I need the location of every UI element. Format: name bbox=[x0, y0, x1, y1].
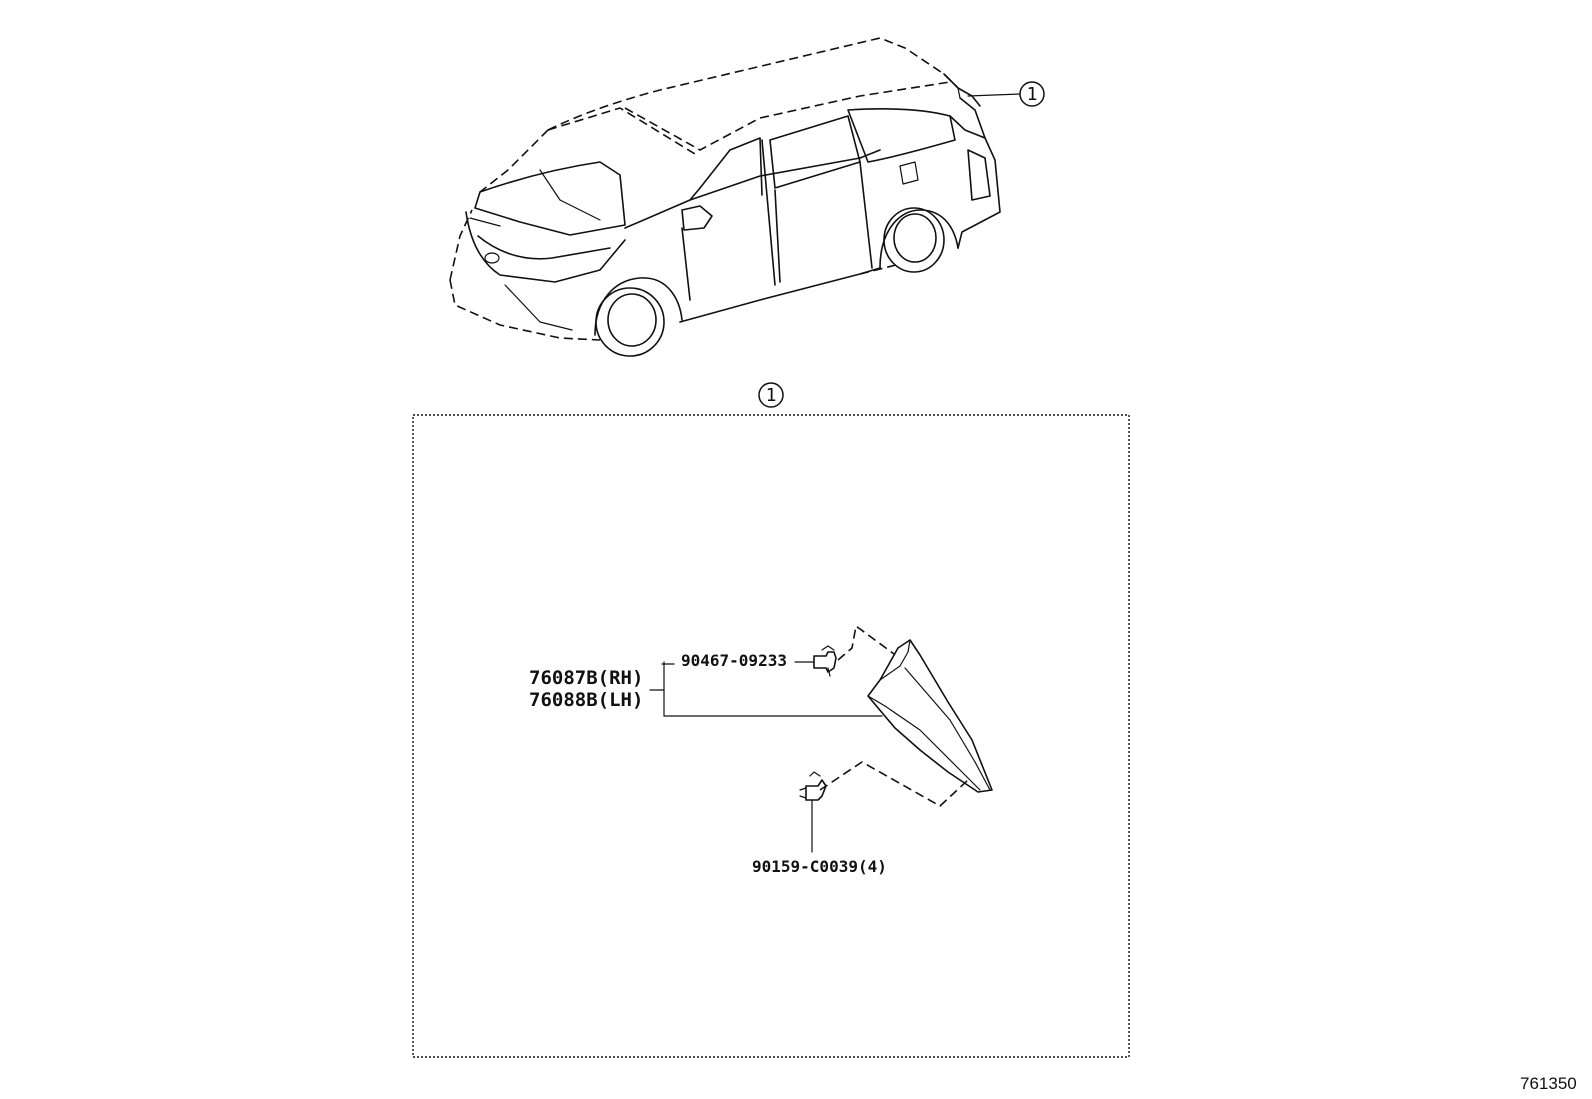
clip-icon bbox=[813, 645, 837, 677]
screw-icon bbox=[799, 771, 827, 809]
garnish-part bbox=[867, 639, 993, 793]
circle-1-callout bbox=[1019, 81, 1045, 107]
circle-1-callout bbox=[758, 382, 784, 408]
garnish-bracket bbox=[661, 661, 883, 717]
part-label-garnish-rh: 76087B(RH) bbox=[529, 667, 643, 689]
figure-code: 761350 bbox=[1520, 1074, 1577, 1093]
part-label-clip: 90467-09233 bbox=[681, 651, 787, 670]
overview-callout: 1 bbox=[1019, 81, 1045, 107]
detail-callout-number: 1 bbox=[766, 385, 777, 406]
part-label-screw: 90159-C0039(4) bbox=[752, 857, 887, 876]
overview-leader bbox=[967, 93, 1021, 97]
part-label-garnish-lh: 76088B(LH) bbox=[529, 689, 643, 711]
overview-callout-number: 1 bbox=[1027, 84, 1038, 105]
screw-assembly-line bbox=[819, 761, 969, 807]
clip-assembly-line bbox=[837, 625, 895, 661]
vehicle-illustration bbox=[449, 37, 1001, 357]
detail-callout: 1 bbox=[758, 382, 784, 408]
detail-frame bbox=[412, 414, 1130, 1058]
